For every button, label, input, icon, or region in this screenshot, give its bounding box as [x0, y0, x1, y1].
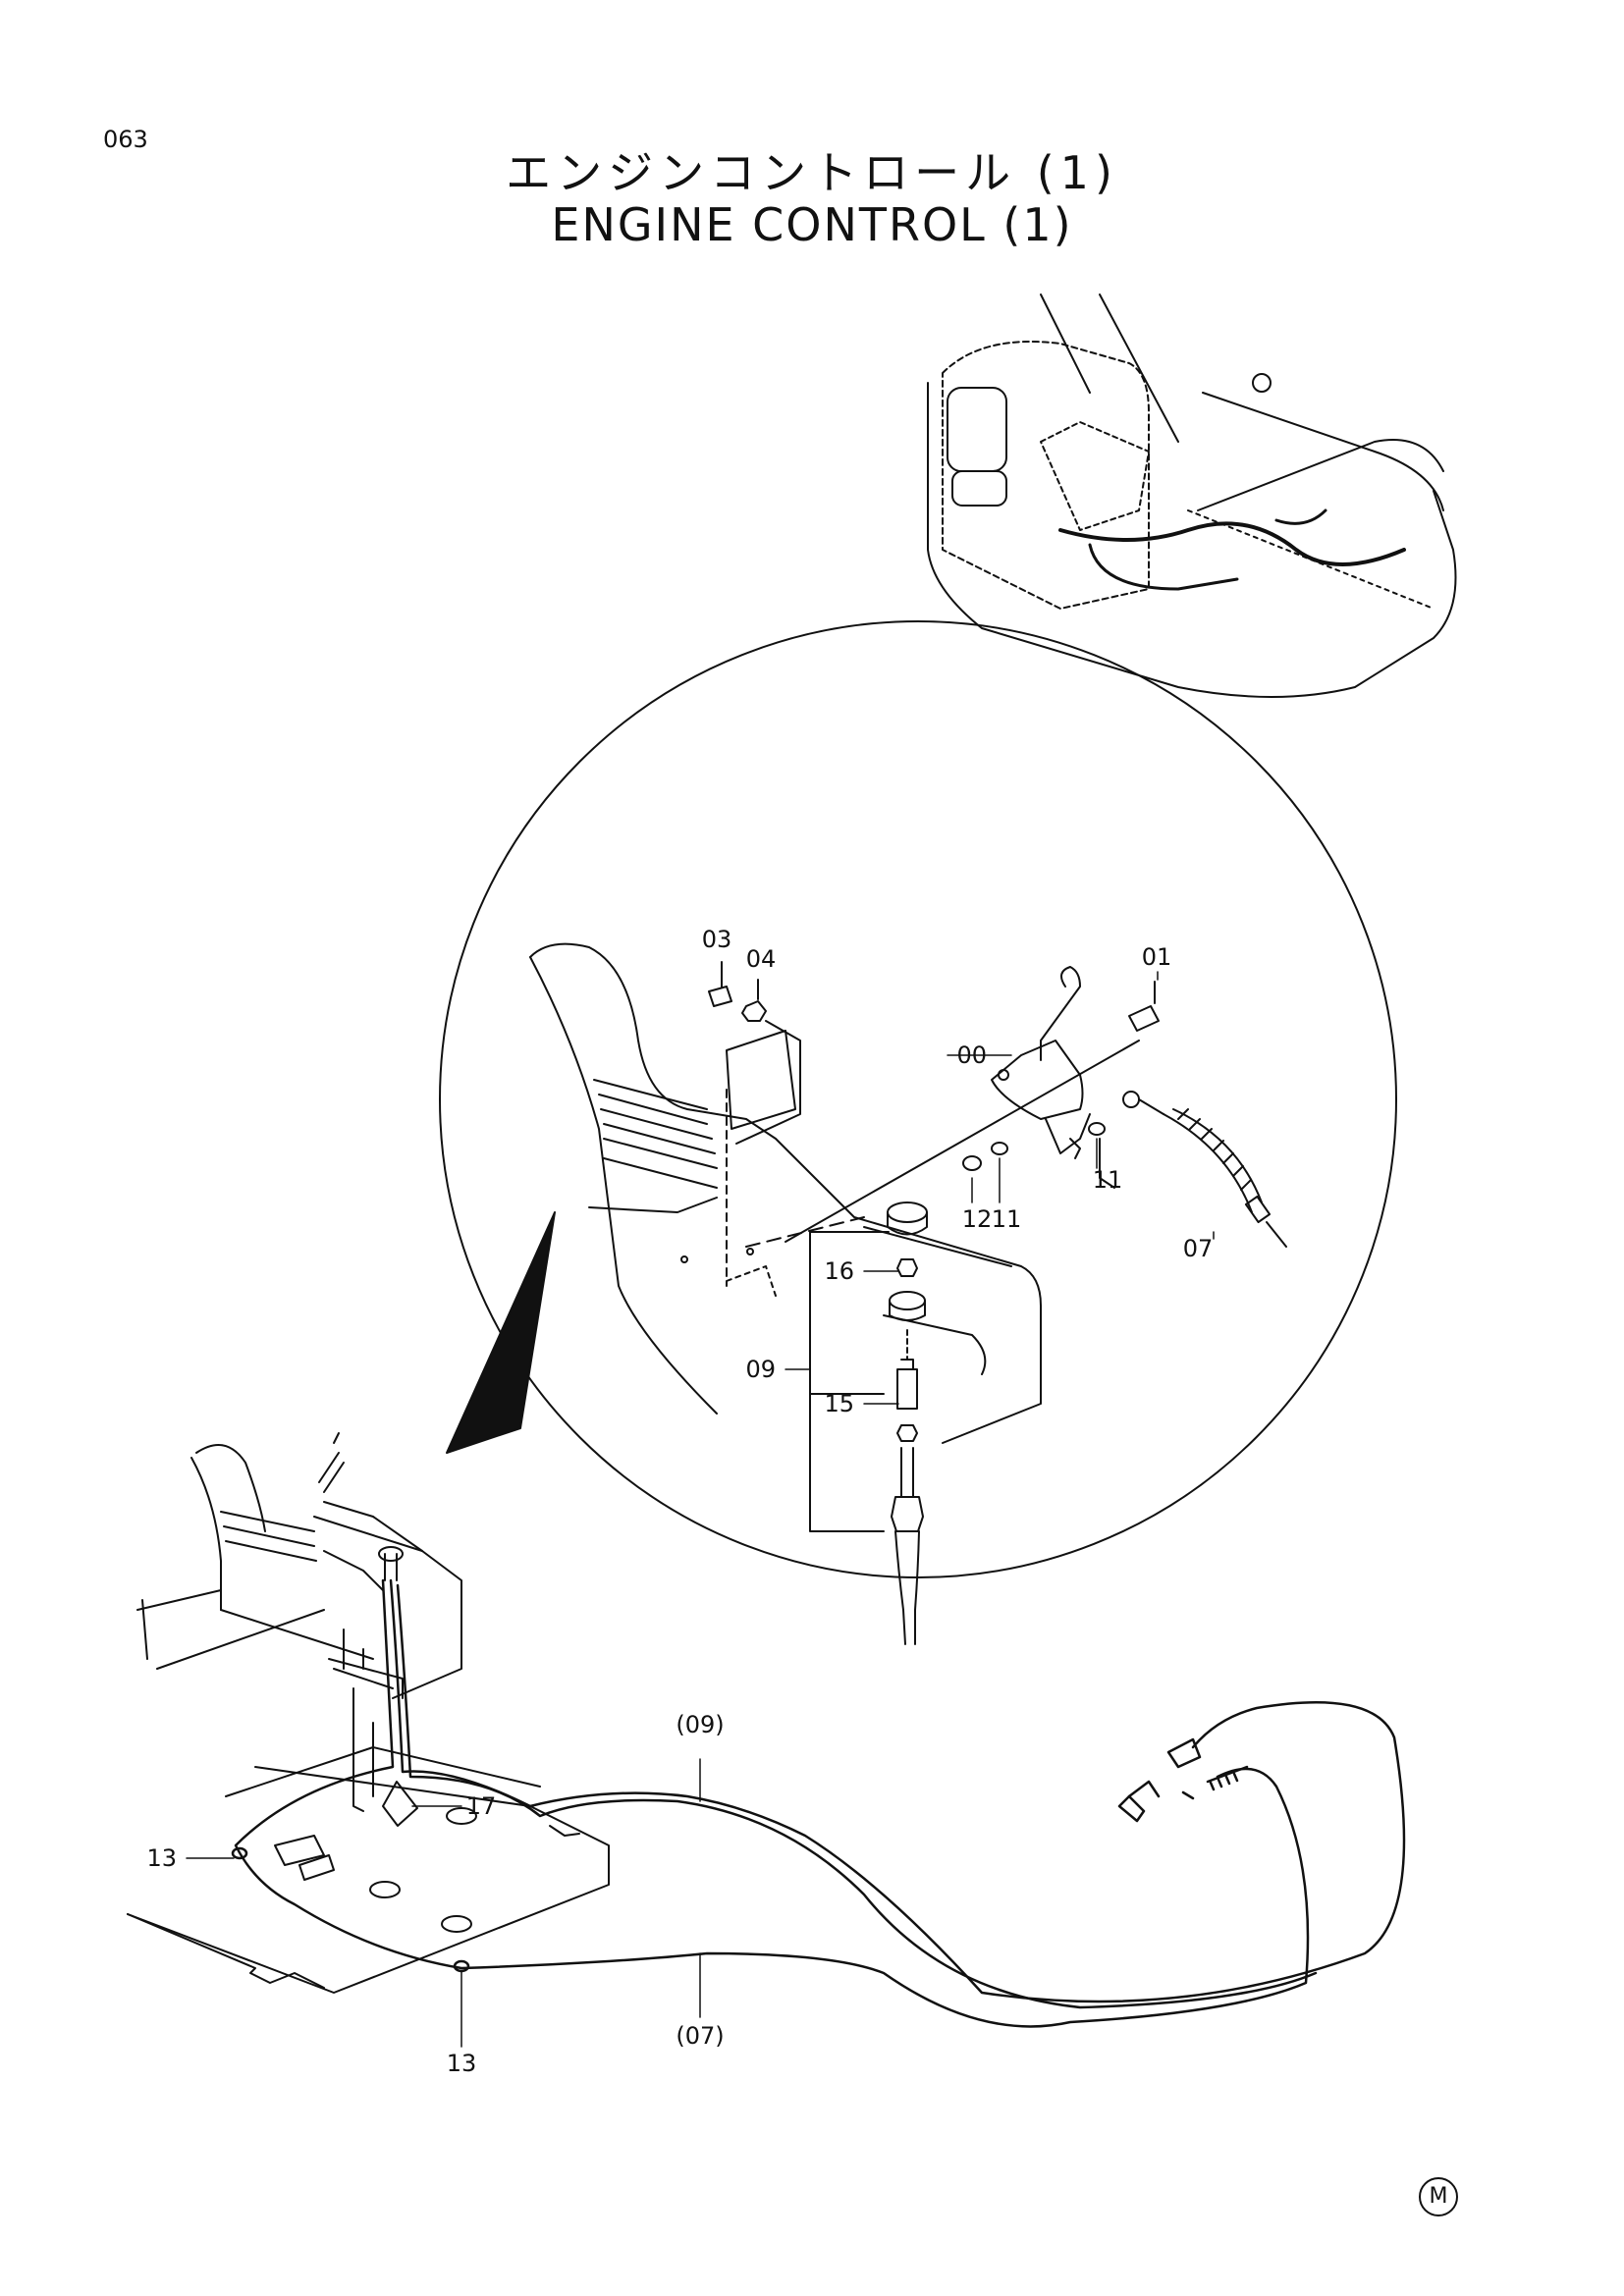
callout-07-paren: (07): [676, 2022, 724, 2050]
title-english: ENGINE CONTROL (1): [551, 198, 1073, 251]
callout-01: 01: [1142, 943, 1172, 971]
callout-09: 09: [745, 1356, 776, 1383]
page-number: 063: [103, 126, 148, 153]
title-japanese: エンジンコントロール (1): [506, 146, 1118, 199]
callout-00: 00: [956, 1041, 987, 1069]
nut-12: [962, 1155, 982, 1171]
callout-17: 17: [466, 1792, 497, 1820]
washer-11a: [991, 1142, 1008, 1155]
leader-lines: [785, 971, 1215, 1405]
throttle-cable-09: [887, 1201, 928, 1645]
detail-circle: [439, 620, 1397, 1578]
callout-16: 16: [824, 1257, 854, 1285]
bolt-03: [708, 961, 732, 1007]
excavator-overview: [927, 294, 1457, 698]
cable-routing: [231, 1578, 1406, 2028]
callout-13b: 13: [447, 2050, 477, 2077]
callout-11a: 11: [992, 1205, 1022, 1233]
bracket-09: [809, 1231, 890, 1532]
callout-13a: 13: [146, 1844, 177, 1872]
callout-07: 07: [1183, 1235, 1214, 1262]
lever-assembly: [991, 966, 1115, 1189]
cable-end-07: [1122, 1091, 1287, 1248]
nut-04: [735, 979, 801, 1145]
callout-04: 04: [746, 945, 777, 973]
callout-03: 03: [702, 926, 732, 953]
callout-15: 15: [824, 1390, 854, 1417]
console-body: [529, 942, 1140, 1444]
callout-pointer: [446, 1211, 556, 1454]
callout-09-paren: (09): [676, 1711, 724, 1738]
callout-11b: 11: [1093, 1166, 1123, 1194]
m-mark-icon: M: [1419, 2177, 1458, 2216]
floor-assembly: [127, 1432, 610, 1994]
bolt-01: [1128, 981, 1160, 1032]
callout-12: 12: [962, 1205, 993, 1233]
bottom-leaders: [186, 1758, 701, 2048]
washer-11b: [1088, 1122, 1106, 1136]
